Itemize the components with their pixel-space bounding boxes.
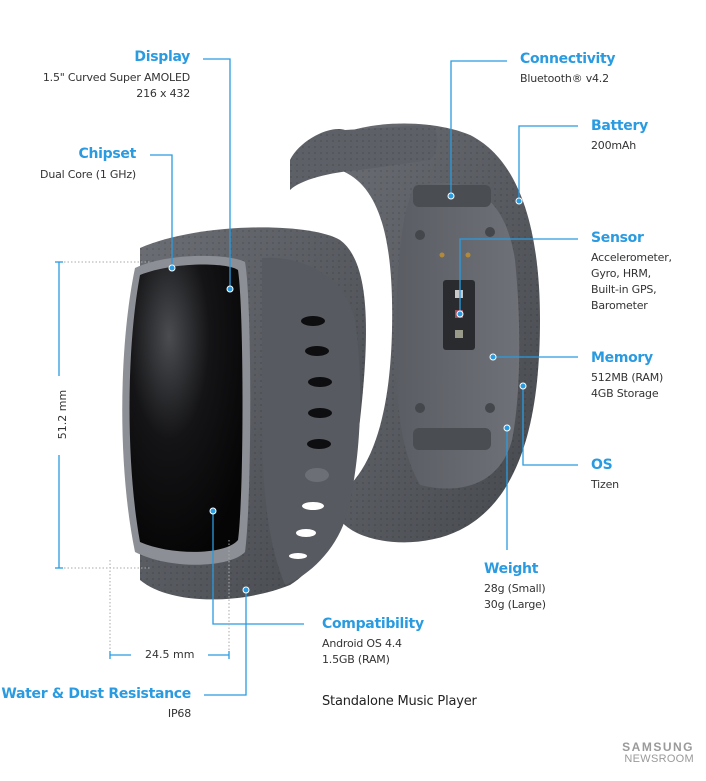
spec-value: 200mAh: [591, 139, 637, 152]
spec-title: Compatibility: [322, 616, 424, 632]
spec-title: Memory: [591, 350, 653, 366]
spec-value: Gyro, HRM,: [591, 267, 651, 280]
spec-value: Android OS 4.4: [322, 637, 402, 650]
spec-title: Weight: [484, 561, 539, 577]
spec-value: Built-in GPS,: [591, 283, 657, 296]
spec-value: IP68: [167, 707, 191, 720]
spec-value: Bluetooth® v4.2: [520, 72, 609, 85]
spec-title: Battery: [591, 118, 648, 134]
spec-value: Tizen: [591, 478, 619, 491]
spec-title: Display: [134, 49, 190, 65]
spec-value: 30g (Large): [484, 598, 546, 611]
logo-line1: SAMSUNG: [622, 740, 694, 754]
logo-line2: NEWSROOM: [624, 753, 694, 765]
callout-dots: [168, 192, 527, 594]
spec-value: 1.5" Curved Super AMOLED: [42, 71, 190, 84]
spec-chipset: Chipset: [78, 146, 137, 162]
spec-display: Display: [134, 49, 190, 65]
spec-value: Dual Core (1 GHz): [40, 168, 136, 181]
spec-values: Accelerometer, Gyro, HRM, Built-in GPS, …: [591, 250, 672, 314]
spec-display-values: 1.5" Curved Super AMOLED 216 x 432: [43, 70, 190, 102]
dimension-guides: [64, 261, 230, 650]
spec-water-dust: Water & Dust Resistance IP68: [1, 686, 191, 722]
spec-weight: Weight 28g (Small) 30g (Large): [484, 561, 546, 613]
spec-value: 28g (Small): [484, 582, 546, 595]
spec-battery: Battery 200mAh: [591, 118, 648, 154]
spec-compatibility: Compatibility Android OS 4.4 1.5GB (RAM): [322, 616, 424, 668]
samsung-newsroom-logo: SAMSUNG NEWSROOM: [622, 741, 694, 765]
spec-memory: Memory 512MB (RAM) 4GB Storage: [591, 350, 663, 402]
spec-sensor: Sensor Accelerometer, Gyro, HRM, Built-i…: [591, 230, 672, 314]
spec-value: 1.5GB (RAM): [322, 653, 390, 666]
dimension-height: 51.2 mm: [56, 389, 70, 440]
spec-title: OS: [591, 457, 613, 473]
dimension-width: 24.5 mm: [145, 648, 195, 661]
spec-title: Water & Dust Resistance: [1, 686, 191, 702]
spec-value: 216 x 432: [136, 87, 190, 100]
spec-value: Accelerometer,: [591, 251, 672, 264]
spec-values: 28g (Small) 30g (Large): [484, 581, 546, 613]
spec-value: 4GB Storage: [591, 387, 659, 400]
spec-values: 512MB (RAM) 4GB Storage: [591, 370, 663, 402]
spec-value: 512MB (RAM): [591, 371, 664, 384]
feature-standalone-music: Standalone Music Player: [322, 694, 477, 709]
spec-value: Barometer: [591, 299, 648, 312]
spec-values: Android OS 4.4 1.5GB (RAM): [322, 636, 424, 668]
callout-lines: [55, 58, 578, 696]
spec-title: Sensor: [591, 230, 644, 246]
spec-title: Connectivity: [520, 51, 616, 67]
spec-chipset-values: Dual Core (1 GHz): [40, 167, 136, 183]
back-band: [290, 123, 540, 543]
spec-connectivity: Connectivity Bluetooth® v4.2: [520, 51, 616, 87]
spec-title: Chipset: [78, 146, 137, 162]
spec-os: OS Tizen: [591, 457, 619, 493]
front-band: [122, 227, 366, 600]
